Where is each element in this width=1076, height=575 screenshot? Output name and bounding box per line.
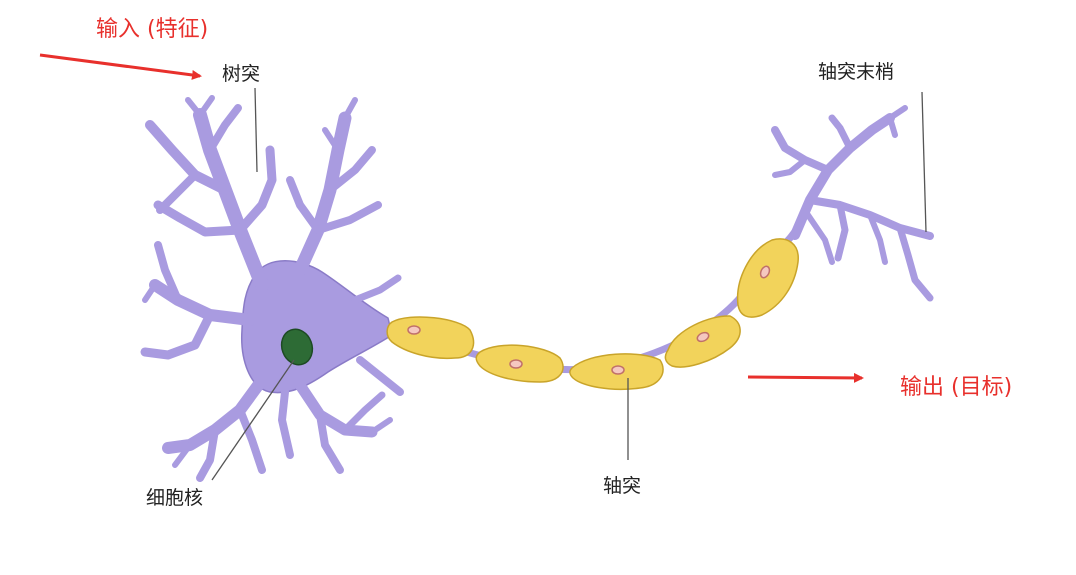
- leader-lines: [211, 87, 927, 481]
- nucleus-label: 细胞核: [146, 487, 203, 509]
- nucleus-leader-line: [211, 359, 295, 481]
- input-label: 输入 (特征): [96, 17, 208, 42]
- arrow-right-icon: [747, 372, 864, 383]
- schwann-nucleus: [696, 331, 710, 343]
- dendrite-leader-line: [254, 87, 258, 173]
- nucleus: [280, 328, 314, 366]
- axon-terminal-leader-line: [921, 91, 927, 233]
- output-label: 输出 (目标): [900, 375, 1012, 400]
- myelin-sheath: [386, 238, 799, 391]
- schwann-nucleus: [509, 359, 523, 369]
- myelin-segment: [736, 238, 799, 318]
- axon-terminal-label: 轴突末梢: [818, 61, 894, 83]
- dendrite-label: 树突: [222, 63, 260, 85]
- axon-terminals: [771, 105, 934, 302]
- myelin-segment: [386, 316, 475, 360]
- dendrites: [140, 95, 404, 482]
- schwann-nucleus: [611, 365, 625, 375]
- axon-label: 轴突: [603, 475, 641, 497]
- cell-body: [241, 260, 393, 394]
- schwann-nuclei: [407, 265, 771, 375]
- arrow-right-icon: [39, 53, 202, 80]
- schwann-nucleus: [407, 325, 421, 335]
- schwann-nucleus: [759, 265, 771, 279]
